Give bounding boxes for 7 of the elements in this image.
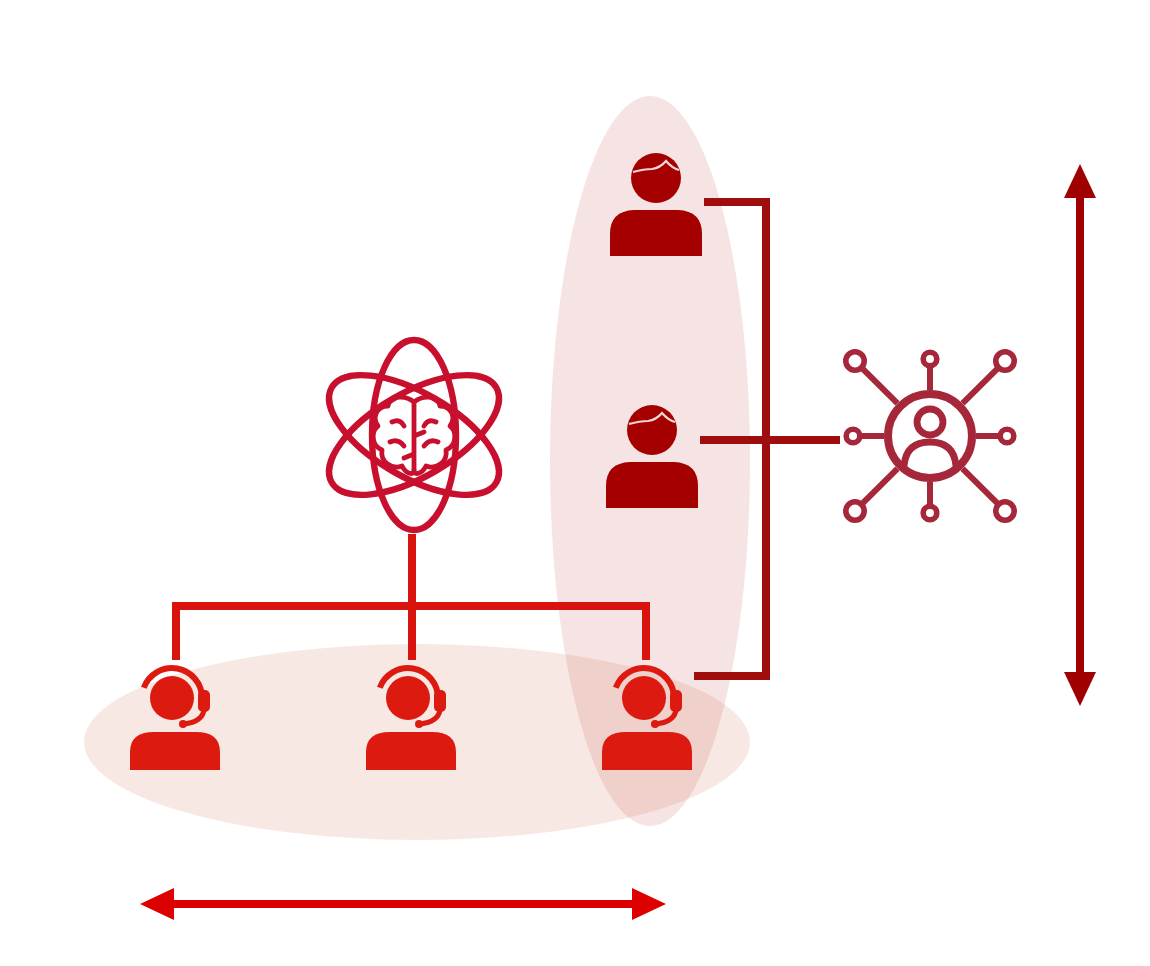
person-icon	[608, 152, 704, 256]
atom-brain-icon	[324, 336, 504, 534]
network-person-icon	[840, 346, 1020, 526]
headset-person-icon	[128, 660, 222, 770]
person-icon	[604, 404, 700, 508]
headset-person-icon	[364, 660, 458, 770]
headset-person-icon	[600, 660, 694, 770]
